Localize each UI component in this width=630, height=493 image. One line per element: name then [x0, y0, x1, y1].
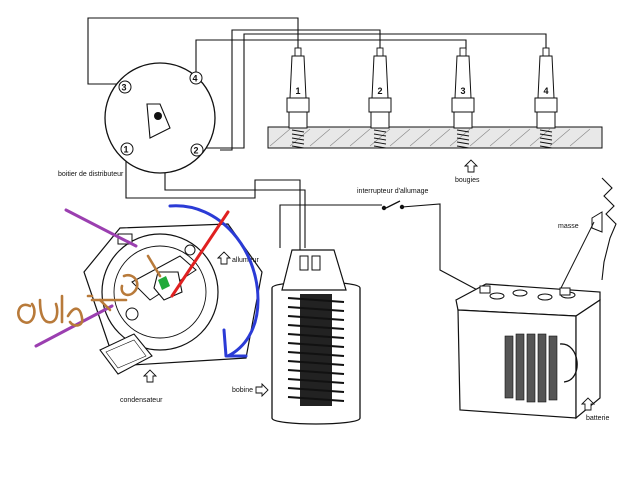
annotation-blue-arrow: [168, 204, 260, 358]
label-coil: bobine: [232, 387, 253, 394]
coil-winding: [287, 306, 345, 312]
low-tension-wiring: [279, 203, 484, 294]
spark-plug-number: 3: [461, 86, 466, 96]
distributor-terminal-4: 4: [189, 71, 203, 85]
coil-winding: [287, 315, 345, 321]
svg-text:2: 2: [194, 146, 199, 156]
coil-winding: [287, 342, 345, 348]
distributor-terminal-1: 1: [120, 142, 134, 156]
svg-text:3: 3: [122, 83, 127, 93]
spark-plug-1: 1: [286, 47, 310, 149]
annotation-red-line: [170, 210, 230, 298]
battery: [455, 283, 601, 420]
spark-plugs-pointer: [463, 159, 479, 173]
spark-plug-2: 2: [368, 47, 392, 149]
coil-winding: [287, 396, 345, 402]
spark-plug-number: 1: [296, 86, 301, 96]
distributor-terminal-2: 2: [190, 143, 204, 157]
label-battery: batterie: [586, 415, 609, 422]
coil-winding: [287, 378, 345, 384]
coil-winding: [287, 351, 345, 357]
label-igniter: allumeur: [232, 257, 260, 264]
coil-winding: [287, 333, 345, 339]
label-spark-plugs: bougies: [455, 177, 480, 184]
label-distributor: boitier de distributeur: [58, 171, 124, 178]
capacitor: [99, 333, 158, 383]
spark-plugs: 1 2 3 4: [286, 47, 558, 149]
annotation-green-mark: [158, 276, 170, 290]
coil-winding: [287, 387, 345, 393]
engine-block-strip: [267, 126, 603, 149]
coil-winding: [287, 369, 345, 375]
ignition-switch: [381, 200, 405, 211]
spark-plug-number: 4: [544, 86, 549, 96]
coil-winding: [287, 360, 345, 366]
coil-winding: [287, 297, 345, 303]
svg-text:1: 1: [124, 145, 129, 155]
coil: [255, 249, 361, 425]
distributor-terminal-3: 3: [118, 80, 132, 94]
label-ignition-switch: interrupteur d'allumage: [357, 188, 428, 195]
spark-plug-number: 2: [378, 86, 383, 96]
svg-text:4: 4: [193, 74, 198, 84]
ground-symbol: [559, 177, 617, 291]
igniter-pointer: [216, 251, 232, 265]
spark-plug-4: 4: [534, 47, 558, 149]
label-capacitor: condensateur: [120, 397, 163, 404]
coil-winding: [287, 324, 345, 330]
spark-plug-3: 3: [451, 47, 475, 149]
label-ground: masse: [558, 223, 579, 230]
distributor-cap: 3 4 1 2: [104, 62, 216, 174]
annotation-brown-handwriting: [17, 254, 162, 327]
